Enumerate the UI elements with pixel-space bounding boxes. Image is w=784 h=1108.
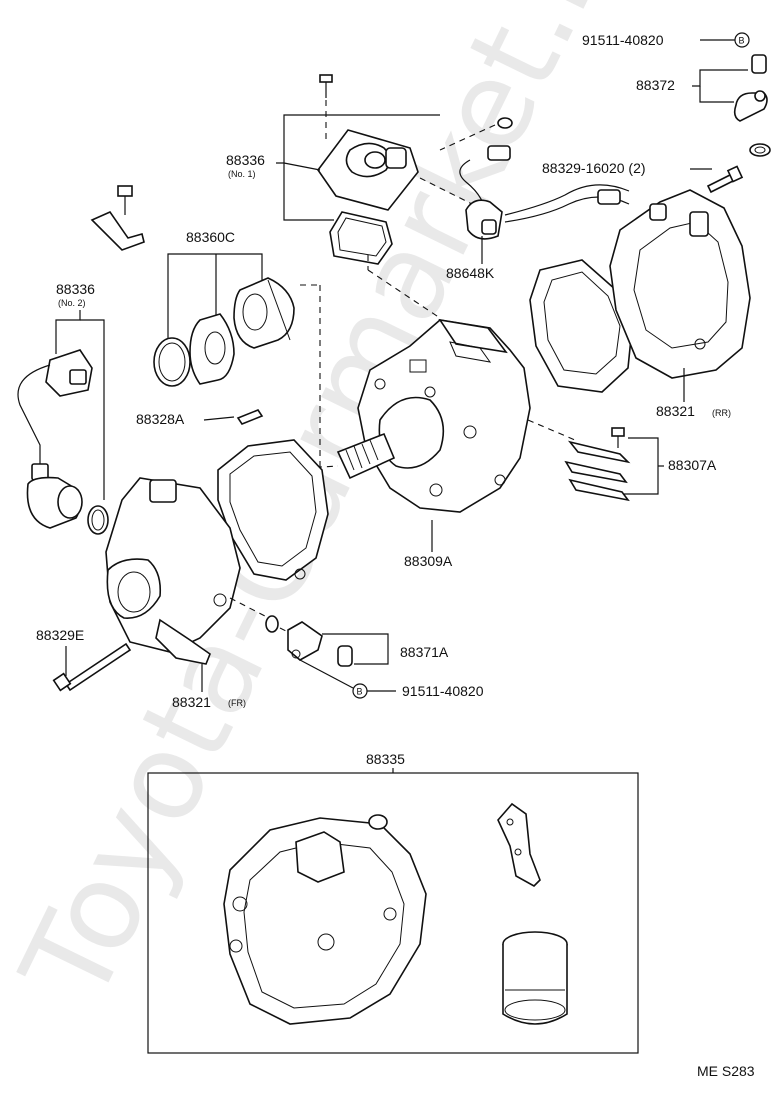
part-number-label: 88321 — [656, 403, 695, 419]
part-number-label: 88335 — [366, 751, 405, 767]
callout-91511-40820-bottom[interactable]: B 91511-40820 — [299, 659, 484, 699]
oil-seal — [189, 313, 235, 385]
part-number-label: 88329E — [36, 627, 84, 643]
callout-88336-no1[interactable]: 88336 (No. 1) — [226, 114, 440, 221]
callout-88335[interactable]: 88335 — [366, 751, 405, 773]
callout-88336-no2[interactable]: 88336 (No. 2) — [55, 281, 105, 500]
oring-seal — [153, 337, 191, 387]
part-number-label: 88336 — [226, 152, 265, 168]
part-number-label: 88360C — [186, 229, 235, 245]
part-number-label: 91511-40820 — [402, 683, 484, 699]
part-number-label: 88336 — [56, 281, 95, 297]
pressure-sensor — [287, 621, 353, 667]
long-bolt-front — [52, 642, 132, 692]
screw-top — [319, 74, 333, 98]
gasket-kit-strip — [497, 802, 541, 887]
oring-sensor-no2 — [87, 505, 109, 535]
callout-88307A[interactable]: 88307A — [624, 437, 717, 495]
badge-label: B — [357, 687, 363, 697]
part-number-label: 91511-40820 — [582, 32, 664, 48]
oring-front-small — [265, 615, 279, 633]
rear-housing — [609, 189, 751, 379]
sensor-cap-part — [733, 54, 771, 157]
gear-bushing — [233, 277, 295, 349]
callout-88321-fr[interactable]: 88321 (FR) — [172, 664, 246, 710]
callout-88360C[interactable]: 88360C — [167, 229, 263, 340]
part-number-label: 88648K — [446, 265, 495, 281]
part-note-label: (No. 2) — [58, 298, 86, 308]
part-number-label: 88372 — [636, 77, 675, 93]
part-number-label: 88329-16020 (2) — [542, 160, 646, 176]
wire-harness — [459, 145, 630, 240]
callout-88328A[interactable]: 88328A — [136, 411, 235, 427]
bracket-clip — [90, 185, 145, 251]
part-note-label: (No. 1) — [228, 169, 256, 179]
pump-body — [357, 318, 531, 513]
part-number-label: 88328A — [136, 411, 185, 427]
diagram-code: ME S283 — [697, 1063, 755, 1079]
sensor-housing-no1 — [317, 129, 419, 211]
gasket-no1 — [329, 211, 393, 265]
part-note-label: (FR) — [228, 698, 246, 708]
lock-plates — [564, 427, 631, 502]
rear-gasket — [529, 259, 633, 393]
part-number-label: 88371A — [400, 644, 449, 660]
part-number-label: 88309A — [404, 553, 453, 569]
gasket-kit-housing — [223, 814, 427, 1025]
long-bolt-rear — [706, 165, 744, 194]
front-housing — [105, 477, 241, 665]
callout-88329-16020[interactable]: 88329-16020 (2) — [542, 160, 712, 176]
key-pin — [236, 409, 264, 425]
part-note-label: (RR) — [712, 408, 731, 418]
callout-88372[interactable]: 88372 — [636, 69, 748, 103]
pump-shaft — [336, 432, 396, 480]
callout-88648K[interactable]: 88648K — [446, 236, 495, 281]
callout-88371A[interactable]: 88371A — [322, 633, 449, 665]
badge-label: B — [739, 36, 745, 46]
part-number-label: 88321 — [172, 694, 211, 710]
speed-sensor-no2 — [17, 349, 93, 529]
gasket-kit-sleeve — [502, 931, 568, 1025]
part-number-label: 88307A — [668, 457, 717, 473]
callout-91511-40820-top[interactable]: 91511-40820 B — [582, 32, 750, 48]
callout-88321-rr[interactable]: 88321 (RR) — [656, 368, 731, 419]
oring-small-top — [497, 117, 513, 129]
callout-88309A[interactable]: 88309A — [404, 520, 453, 569]
gasket-kit-box — [147, 772, 639, 1054]
callout-88329E[interactable]: 88329E — [36, 627, 84, 676]
